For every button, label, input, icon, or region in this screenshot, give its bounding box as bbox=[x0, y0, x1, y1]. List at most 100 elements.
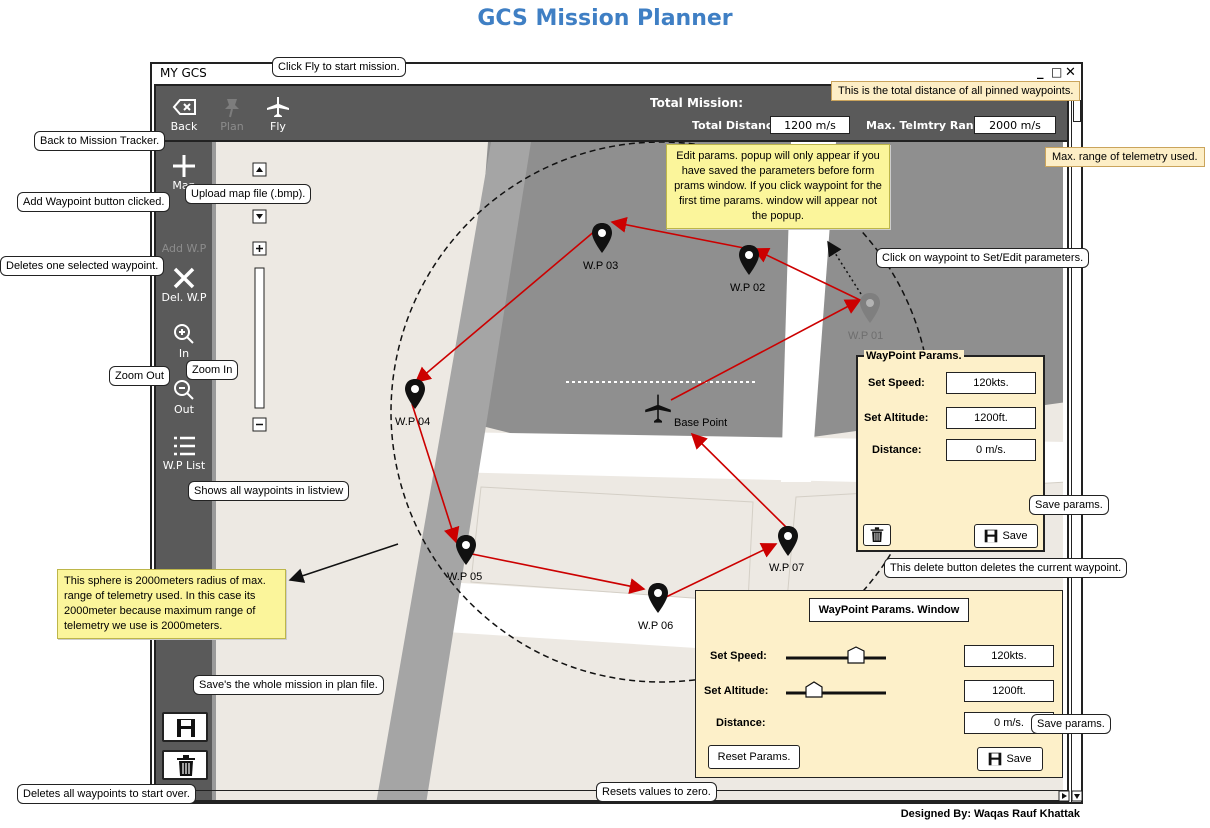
route-path bbox=[411, 216, 862, 598]
callout-list: Shows all waypoints in listview bbox=[188, 481, 350, 501]
zoom-out-label: Out bbox=[174, 403, 194, 416]
zoom-in-label: In bbox=[178, 347, 190, 360]
scroll-right-icon[interactable] bbox=[1058, 790, 1070, 802]
plan-label: Plan bbox=[220, 120, 244, 133]
params-altitude-field[interactable]: 1200ft. bbox=[964, 680, 1054, 702]
speed-slider[interactable] bbox=[786, 646, 888, 667]
minimize-button[interactable]: _ bbox=[1037, 65, 1044, 80]
callout-zoom-in: Zoom In bbox=[186, 360, 239, 380]
zoom-slider[interactable] bbox=[252, 162, 268, 462]
note-edit-params: Edit params. popup will only appear if y… bbox=[666, 144, 890, 229]
popup-save-label: Save bbox=[1002, 530, 1028, 542]
fly-label: Fly bbox=[270, 120, 286, 133]
popup-distance-field: 0 m/s. bbox=[946, 439, 1036, 461]
back-label: Back bbox=[170, 120, 198, 133]
callout-fly: Click Fly to start mission. bbox=[272, 57, 406, 77]
list-icon bbox=[174, 436, 195, 456]
save-icon bbox=[989, 752, 1002, 766]
callout-save-params-2: Save params. bbox=[1031, 714, 1111, 734]
params-distance-label: Distance: bbox=[716, 717, 766, 729]
waypoint-label-01: W.P 01 bbox=[848, 330, 884, 342]
reset-params-button[interactable]: Reset Params. bbox=[708, 745, 800, 769]
add-waypoint-button[interactable]: Add W.P bbox=[156, 242, 212, 255]
zoom-in-icon bbox=[174, 324, 194, 344]
designer-credit: Designed By: Waqas Rauf Khattak bbox=[900, 808, 1080, 820]
total-distance-label: Total Distance: bbox=[692, 119, 785, 132]
close-button[interactable]: ✕ bbox=[1065, 65, 1076, 80]
waypoint-marker[interactable] bbox=[591, 222, 613, 254]
zoom-out-icon bbox=[174, 380, 194, 400]
waypoint-label-05: W.P 05 bbox=[447, 571, 483, 583]
zoom-out-button[interactable]: Out bbox=[156, 376, 212, 416]
left-sidebar: Map Add W.P Del. W.P In Out W.P List bbox=[156, 142, 212, 800]
telemetry-range-field: 2000 m/s bbox=[974, 116, 1056, 134]
fly-button[interactable]: Fly bbox=[258, 94, 298, 133]
popup-distance-label: Distance: bbox=[872, 444, 922, 456]
maximize-button[interactable]: □ bbox=[1051, 65, 1063, 79]
popup-delete-button[interactable] bbox=[863, 524, 891, 546]
callout-add: Add Waypoint button clicked. bbox=[17, 192, 171, 212]
scroll-down-icon[interactable] bbox=[1071, 790, 1083, 802]
callout-delete-all: Deletes all waypoints to start over. bbox=[17, 784, 196, 804]
waypoint-marker[interactable] bbox=[404, 378, 426, 410]
params-save-button[interactable]: Save bbox=[977, 747, 1043, 771]
delete-waypoint-label: Del. W.P bbox=[161, 291, 207, 304]
x-icon bbox=[173, 267, 195, 289]
plus-icon bbox=[173, 155, 195, 177]
save-icon bbox=[177, 719, 195, 737]
waypoint-label-03: W.P 03 bbox=[583, 260, 619, 272]
back-button[interactable]: Back bbox=[164, 94, 204, 133]
save-mission-button[interactable] bbox=[162, 712, 208, 742]
waypoint-marker[interactable] bbox=[738, 244, 760, 276]
waypoint-params-window: WayPoint Params. Window Set Speed: 120kt… bbox=[695, 590, 1063, 778]
params-save-label: Save bbox=[1006, 753, 1032, 765]
callout-delete-one: Deletes one selected waypoint. bbox=[0, 256, 165, 276]
add-waypoint-label: Add W.P bbox=[161, 242, 207, 255]
airplane-icon bbox=[645, 394, 671, 423]
callout-save-params-1: Save params. bbox=[1029, 495, 1109, 515]
popup-save-button[interactable]: Save bbox=[974, 524, 1038, 548]
pin-icon bbox=[225, 99, 239, 118]
callout-total-distance: This is the total distance of all pinned… bbox=[831, 81, 1081, 101]
callout-delete-current: This delete button deletes the current w… bbox=[884, 558, 1128, 578]
waypoint-marker[interactable] bbox=[455, 534, 477, 566]
delete-all-button[interactable] bbox=[162, 750, 208, 780]
waypoint-marker[interactable] bbox=[647, 582, 669, 614]
params-speed-label: Set Speed: bbox=[710, 650, 767, 662]
popup-altitude-label: Set Altitude: bbox=[864, 412, 929, 424]
delete-waypoint-button[interactable]: Del. W.P bbox=[156, 264, 212, 304]
popup-title: WayPoint Params. bbox=[864, 350, 964, 362]
waypoint-label-06: W.P 06 bbox=[638, 620, 674, 632]
popup-altitude-field[interactable]: 1200ft. bbox=[946, 407, 1036, 429]
backspace-icon bbox=[172, 99, 196, 115]
plan-button[interactable]: Plan bbox=[212, 94, 252, 133]
callout-upload: Upload map file (.bmp). bbox=[185, 184, 312, 204]
waypoint-list-label: W.P List bbox=[162, 459, 206, 472]
params-window-title: WayPoint Params. Window bbox=[809, 598, 969, 622]
popup-speed-label: Set Speed: bbox=[868, 377, 925, 389]
save-icon bbox=[985, 529, 998, 543]
params-altitude-label: Set Altitude: bbox=[704, 685, 769, 697]
total-distance-field: 1200 m/s bbox=[770, 116, 850, 134]
telemetry-range-label: Max. Telmtry Range: bbox=[866, 119, 994, 132]
params-speed-field[interactable]: 120kts. bbox=[964, 645, 1054, 667]
waypoint-list-button[interactable]: W.P List bbox=[156, 432, 212, 472]
airplane-icon bbox=[267, 97, 289, 117]
base-point-label: Base Point bbox=[674, 417, 728, 429]
waypoint-marker[interactable] bbox=[777, 525, 799, 557]
altitude-slider[interactable] bbox=[786, 681, 888, 701]
zoom-in-button[interactable]: In bbox=[156, 320, 212, 360]
page-title: GCS Mission Planner bbox=[477, 6, 733, 31]
note-sphere: This sphere is 2000meters radius of max.… bbox=[57, 569, 286, 639]
popup-speed-field[interactable]: 120kts. bbox=[946, 372, 1036, 394]
window-title: MY GCS bbox=[160, 66, 207, 80]
total-mission-title: Total Mission: bbox=[650, 96, 743, 110]
callout-click-waypoint: Click on waypoint to Set/Edit parameters… bbox=[876, 248, 1090, 268]
waypoint-marker[interactable] bbox=[859, 292, 881, 324]
scrollbar-thumb[interactable] bbox=[1073, 100, 1081, 122]
callout-save-mission: Save's the whole mission in plan file. bbox=[193, 675, 384, 695]
waypoint-label-07: W.P 07 bbox=[769, 562, 805, 574]
waypoint-label-02: W.P 02 bbox=[730, 282, 766, 294]
vertical-scrollbar[interactable] bbox=[1071, 84, 1083, 802]
callout-reset-zero: Resets values to zero. bbox=[596, 782, 717, 802]
